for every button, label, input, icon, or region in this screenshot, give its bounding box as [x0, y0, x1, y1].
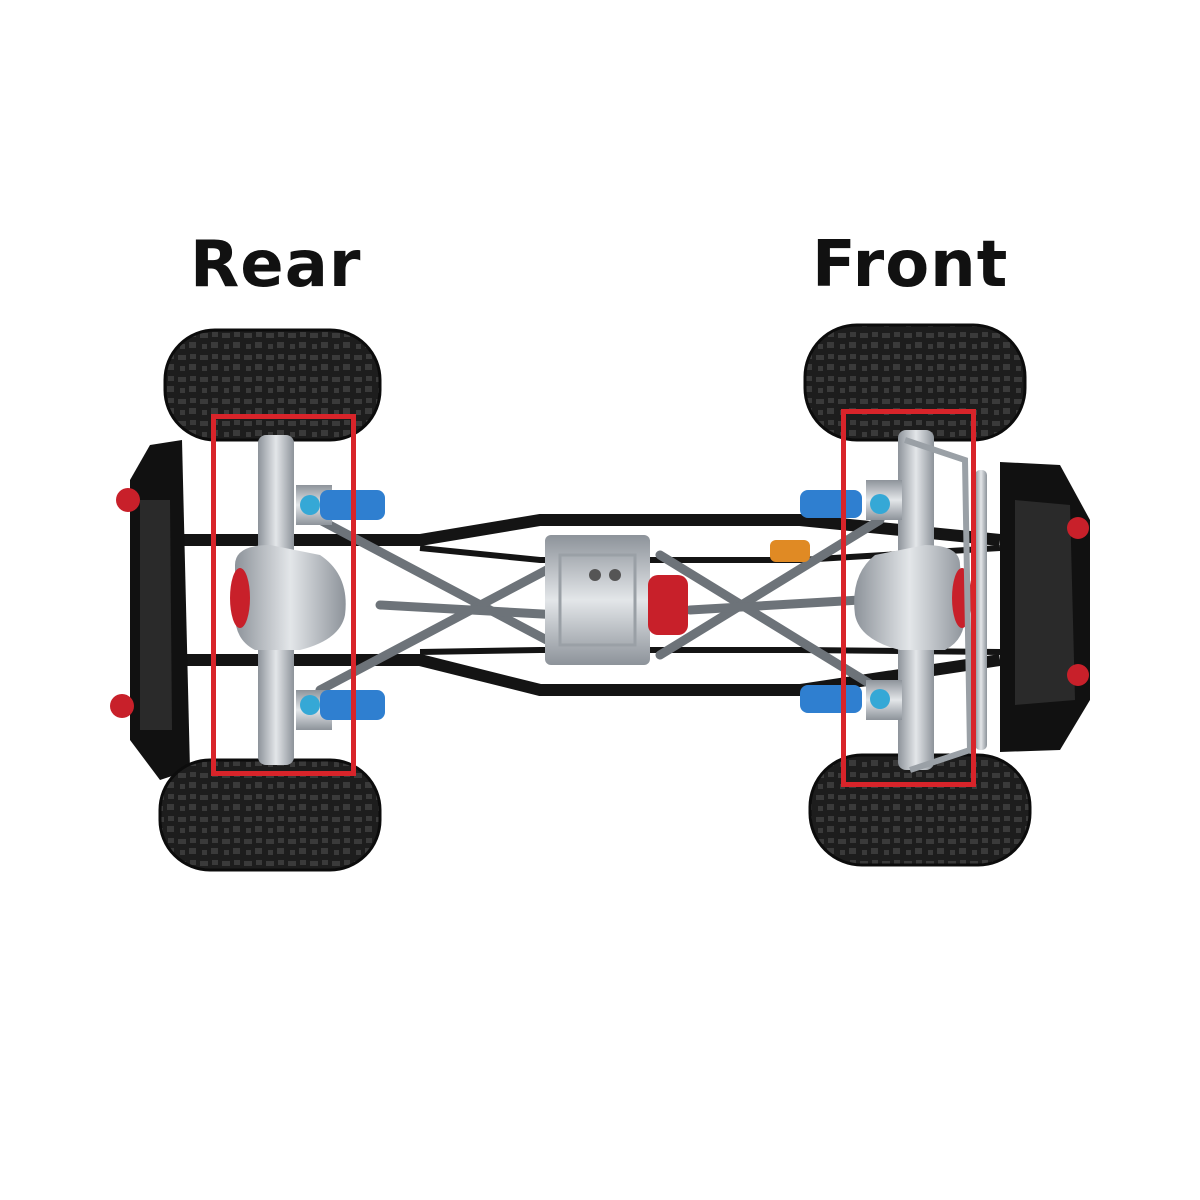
front-shocks	[800, 490, 890, 713]
rear-label: Rear	[190, 228, 362, 302]
front-axle-highlight-box	[841, 409, 976, 787]
rear-tire-bottom	[158, 758, 382, 872]
rear-bumper	[110, 440, 190, 780]
front-bumper	[975, 462, 1090, 752]
front-axle	[854, 430, 974, 773]
rear-axle-highlight-box	[211, 414, 356, 776]
transmission-skid	[545, 535, 810, 665]
front-label: Front	[812, 228, 1009, 302]
